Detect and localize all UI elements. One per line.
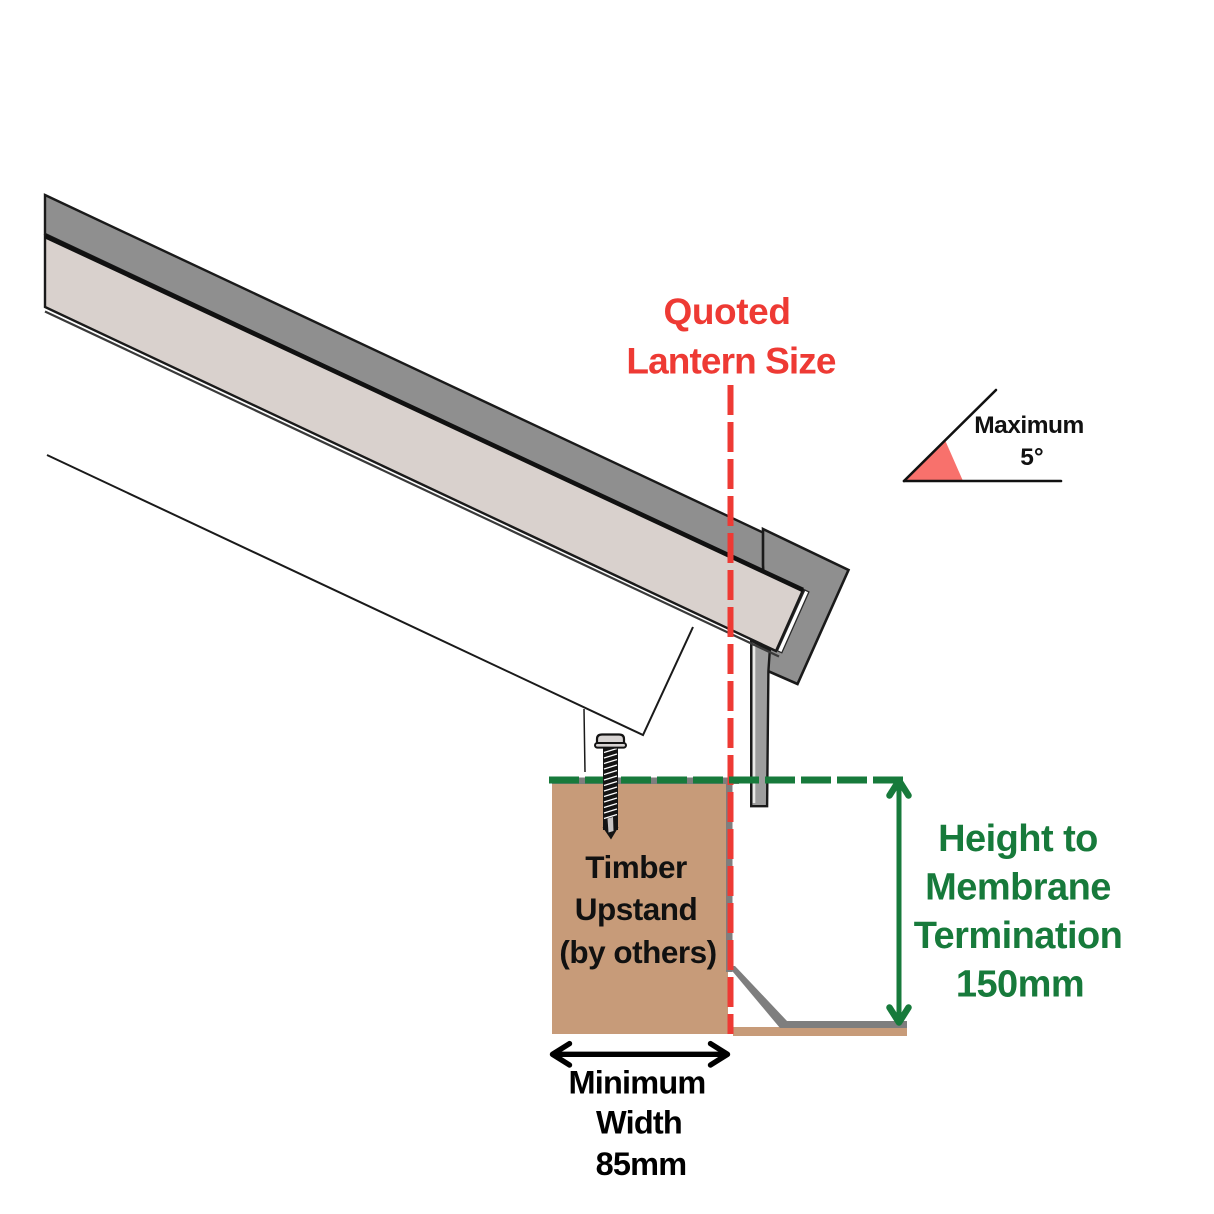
svg-text:Maximum: Maximum [974,412,1084,439]
svg-text:Quoted: Quoted [663,291,790,332]
svg-text:Membrane: Membrane [925,867,1111,909]
svg-text:Upstand: Upstand [575,891,698,927]
svg-text:150mm: 150mm [956,964,1084,1006]
svg-text:Termination: Termination [914,915,1123,957]
svg-text:Timber: Timber [585,849,687,885]
svg-text:Minimum: Minimum [568,1065,705,1101]
svg-text:(by others): (by others) [559,934,716,970]
svg-text:85mm: 85mm [596,1146,687,1182]
svg-text:5°: 5° [1020,444,1043,471]
svg-text:Width: Width [596,1105,682,1141]
svg-text:Height to: Height to [938,818,1098,860]
svg-text:Lantern Size: Lantern Size [626,341,836,382]
